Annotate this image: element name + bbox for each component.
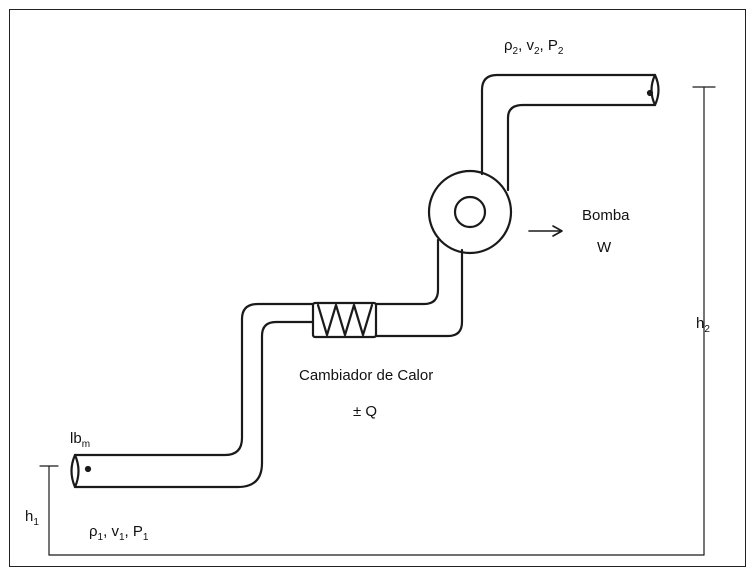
heat-exchanger-label: Cambiador de Calor	[299, 367, 434, 384]
heat-exchanger-coil	[316, 303, 374, 337]
pipe-upper-right-wall	[506, 103, 657, 192]
pipe-lower-outer-wall	[73, 320, 315, 489]
h1-label: h1	[25, 508, 39, 528]
work-label: W	[597, 239, 612, 256]
pipe-outlet-end	[650, 73, 660, 107]
mass-label: lbm	[70, 430, 91, 450]
pipe-upper-left-wall	[480, 73, 657, 176]
h2-label: h2	[696, 315, 710, 335]
state1-label: ρ1, v1, P1	[89, 523, 149, 543]
work-arrow-head	[552, 225, 563, 237]
diagram-frame	[9, 9, 746, 567]
heat-exchanger-body	[311, 301, 378, 339]
pump-inner-circle	[453, 195, 487, 229]
pump-label: Bomba	[582, 207, 630, 224]
pipe-inlet-end	[70, 453, 80, 489]
h1-dimension-line	[39, 465, 59, 556]
pipe-lower-inner-wall	[73, 302, 315, 457]
heat-label: ± Q	[353, 403, 378, 420]
pipe-middle-bottom-wall	[374, 248, 464, 338]
pipe-middle-top-wall	[374, 238, 440, 306]
inlet-flow-marker	[84, 465, 92, 473]
state2-label: ρ2, v2, P2	[504, 37, 564, 57]
pump-outer-circle	[427, 169, 513, 255]
outlet-flow-marker	[646, 89, 654, 97]
h2-dimension-line	[692, 86, 716, 556]
